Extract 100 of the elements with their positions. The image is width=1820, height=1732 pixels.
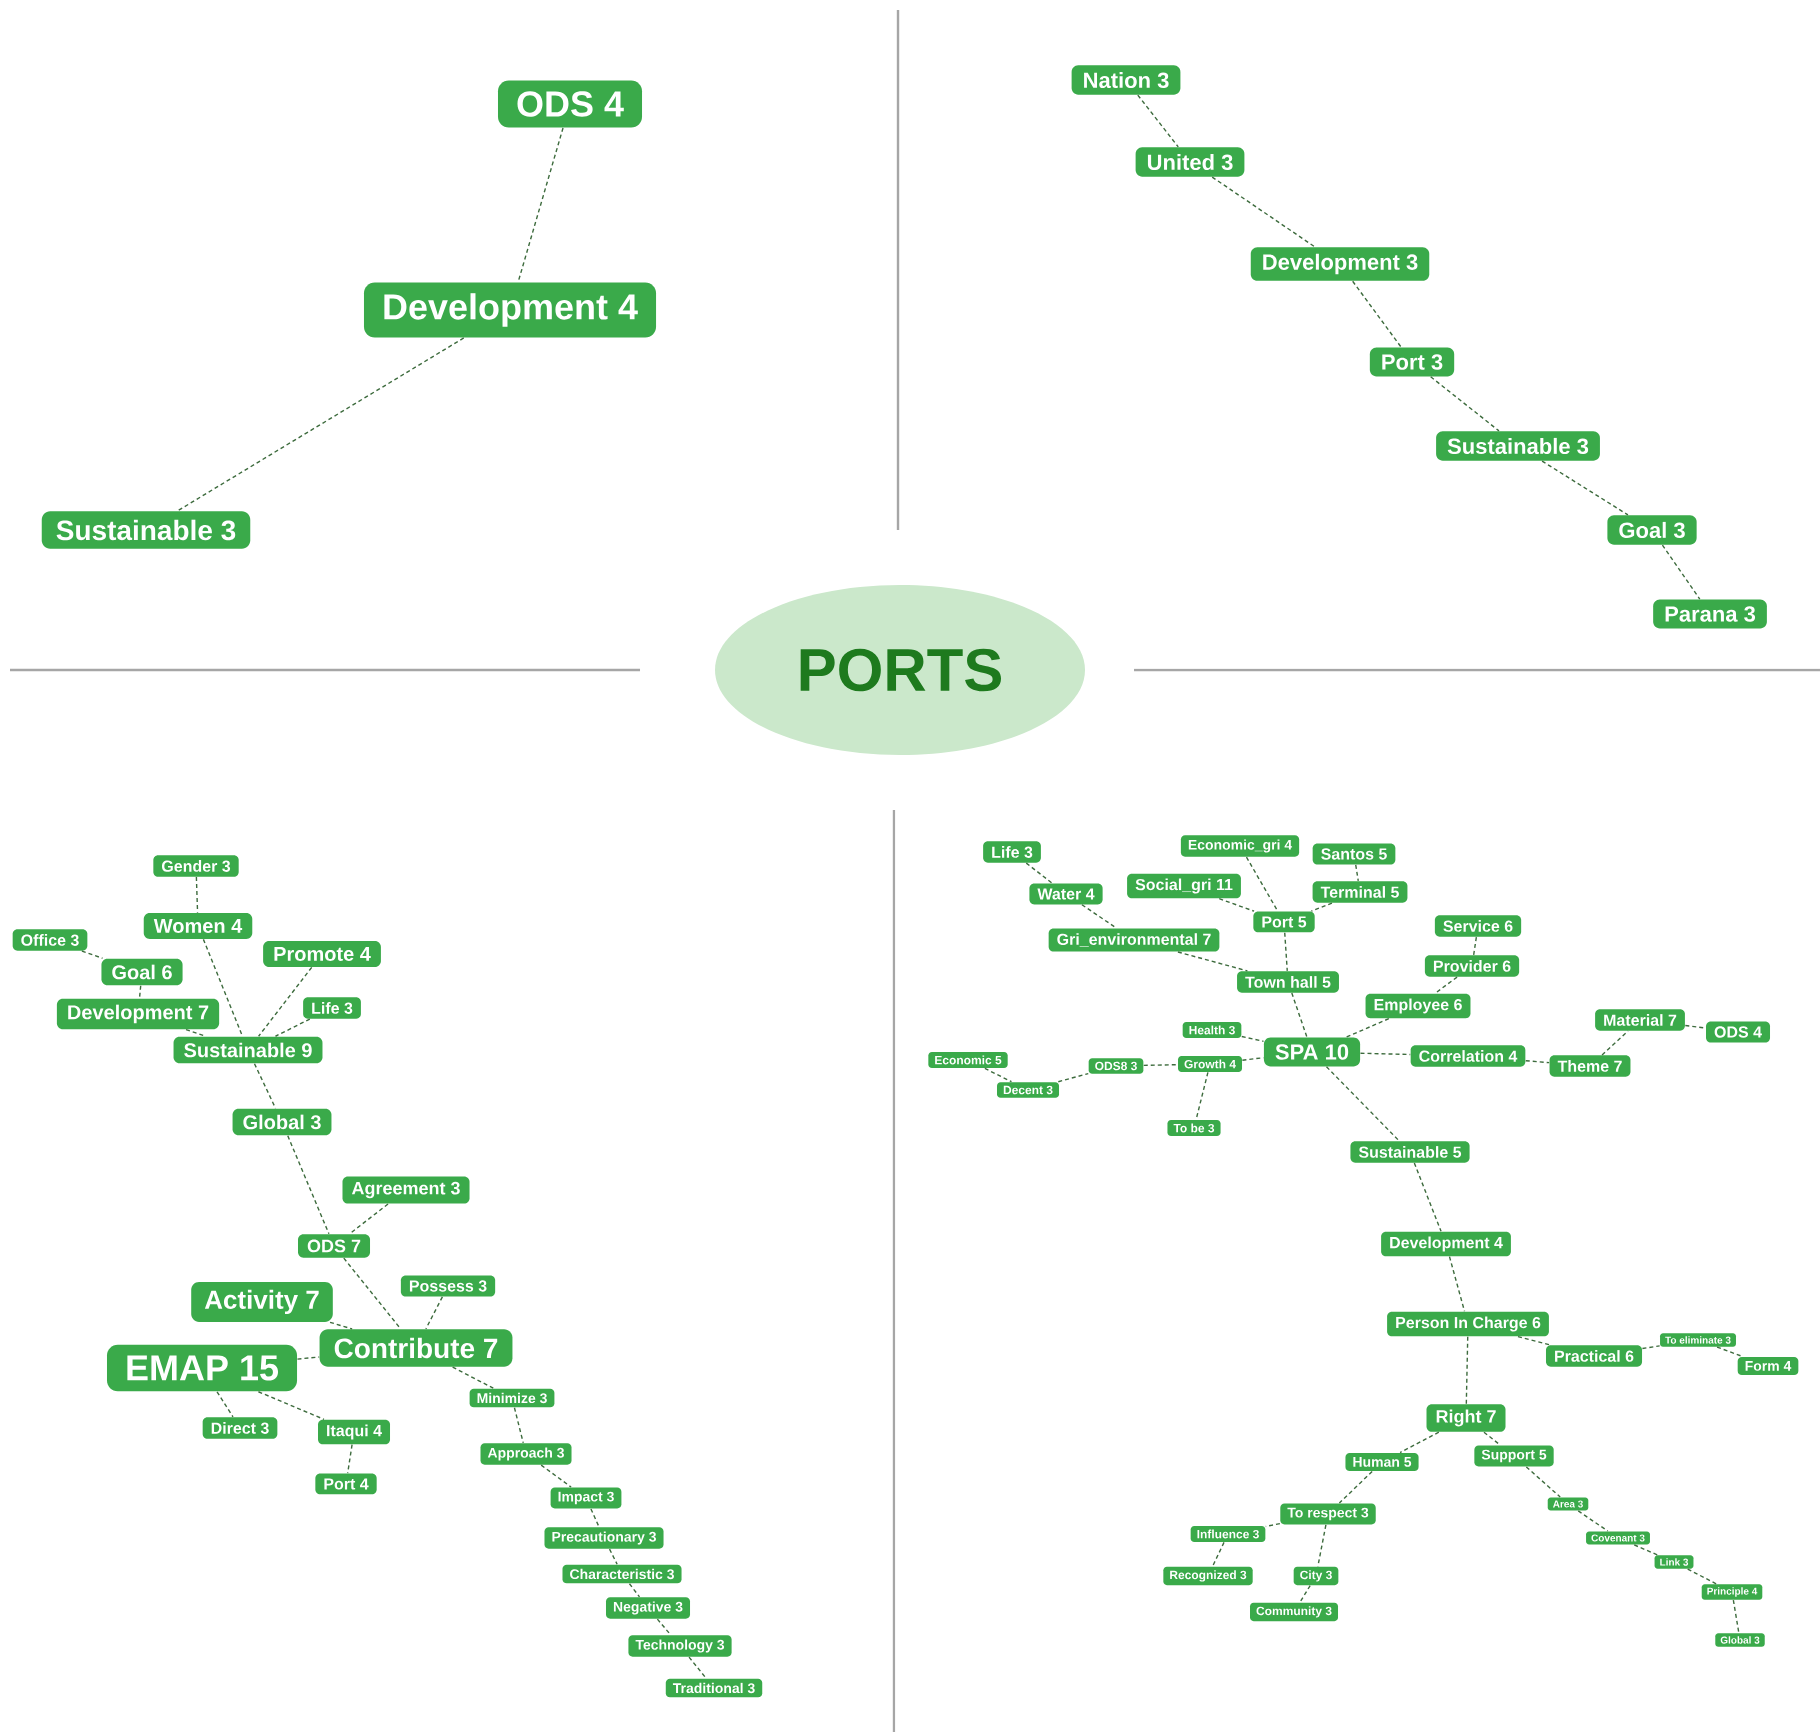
- connector: [1430, 376, 1500, 432]
- connector: [202, 938, 244, 1037]
- keyword-box: ODS 4: [1706, 1021, 1770, 1043]
- keyword-box: Nation 3: [1071, 65, 1181, 95]
- connector: [216, 1391, 234, 1418]
- connector: [656, 1618, 672, 1636]
- connector: [1195, 1071, 1209, 1121]
- connector: [1299, 1584, 1311, 1604]
- connector: [1483, 1431, 1501, 1446]
- connector: [185, 1029, 207, 1037]
- connector: [343, 1257, 402, 1330]
- connector: [329, 1321, 353, 1330]
- keyword-box: Sustainable 3: [1436, 431, 1600, 461]
- connector: [1218, 897, 1255, 912]
- keyword-box: Provider 6: [1424, 955, 1520, 977]
- keyword-box: United 3: [1135, 147, 1245, 177]
- keyword-box: Terminal 5: [1312, 881, 1408, 903]
- keyword-box: Material 7: [1595, 1009, 1685, 1031]
- keyword-box: Gender 3: [153, 855, 239, 877]
- keyword-box: Employee 6: [1365, 993, 1471, 1019]
- connector: [1472, 936, 1478, 956]
- keyword-box: Town hall 5: [1237, 971, 1339, 993]
- keyword-box: Agreement 3: [342, 1176, 470, 1204]
- connector: [1399, 1431, 1440, 1454]
- connector: [1525, 1466, 1561, 1498]
- connector: [1716, 1346, 1744, 1358]
- keyword-box: Theme 7: [1549, 1055, 1631, 1077]
- connector: [1577, 1510, 1609, 1532]
- keyword-box: Life 3: [303, 997, 361, 1019]
- keyword-box: Correlation 4: [1410, 1045, 1526, 1067]
- keyword-box: Service 6: [1434, 915, 1522, 937]
- connector: [1684, 1024, 1707, 1029]
- connector: [517, 127, 564, 283]
- keyword-box: Promote 4: [263, 941, 381, 967]
- connector: [1359, 1052, 1411, 1056]
- keyword-box: Contribute 7: [319, 1329, 513, 1367]
- connector: [257, 1391, 325, 1421]
- keyword-box: Parana 3: [1653, 599, 1767, 629]
- connector: [1355, 864, 1359, 882]
- keyword-box: Sustainable 5: [1350, 1141, 1470, 1163]
- connector: [253, 1063, 277, 1109]
- connector: [1352, 280, 1402, 348]
- connector: [1310, 902, 1333, 912]
- connector: [1025, 862, 1053, 884]
- connector: [346, 1443, 353, 1474]
- connector: [257, 966, 313, 1037]
- keyword-box: Itaqui 4: [318, 1419, 390, 1445]
- connector: [176, 337, 465, 512]
- keyword-box: EMAP 15: [107, 1344, 298, 1392]
- connector: [590, 1508, 600, 1528]
- connector: [1211, 1541, 1225, 1568]
- keyword-box: Life 3: [983, 841, 1041, 863]
- keyword-box: Global 3: [232, 1108, 332, 1136]
- connector: [628, 1583, 641, 1598]
- connector: [138, 985, 142, 999]
- connector: [1687, 1568, 1718, 1585]
- connector: [1633, 1544, 1659, 1556]
- keyword-box: Direct 3: [202, 1417, 278, 1439]
- keyword-box: Goal 3: [1607, 515, 1697, 545]
- keyword-box: Right 7: [1426, 1404, 1506, 1432]
- connector: [688, 1656, 707, 1679]
- connector: [1413, 1162, 1442, 1233]
- keyword-box: Water 4: [1029, 883, 1103, 905]
- keyword-box: SPA 10: [1263, 1037, 1361, 1067]
- keyword-box: Development 7: [56, 998, 220, 1030]
- connector: [1541, 460, 1629, 516]
- connector: [1057, 1072, 1089, 1083]
- keyword-box: Office 3: [12, 929, 88, 951]
- connector: [1177, 951, 1249, 972]
- connector: [1137, 94, 1179, 148]
- connector: [1601, 1030, 1629, 1056]
- connector: [1434, 976, 1458, 995]
- connector: [1241, 1035, 1265, 1043]
- connector: [513, 1407, 524, 1444]
- connector: [1284, 932, 1288, 972]
- connector: [1291, 992, 1308, 1038]
- keyword-box: Gri_environmental 7: [1048, 928, 1220, 952]
- connector: [1265, 1522, 1281, 1528]
- keyword-box: ODS 4: [498, 80, 643, 128]
- connector: [1465, 1336, 1469, 1405]
- connector: [1317, 1524, 1327, 1568]
- keyword-box: Person In Charge 6: [1387, 1311, 1549, 1337]
- connector: [1338, 1470, 1373, 1504]
- connector: [1448, 1255, 1466, 1312]
- keyword-box: Sustainable 9: [173, 1036, 323, 1064]
- connector: [540, 1464, 572, 1488]
- connector: [1245, 856, 1279, 912]
- connector: [1211, 176, 1316, 248]
- keyword-box: Activity 7: [191, 1282, 333, 1322]
- keyword-box: ODS 7: [298, 1234, 370, 1258]
- connector: [1081, 904, 1117, 929]
- keyword-box: Port 5: [1253, 911, 1315, 933]
- connector: [296, 1356, 320, 1360]
- connector: [195, 876, 199, 914]
- connector: [1732, 1599, 1740, 1634]
- connector: [1641, 1345, 1661, 1350]
- keyword-box: Port 3: [1369, 347, 1455, 377]
- keyword-box: Port 4: [315, 1473, 377, 1495]
- keyword-box: Women 4: [143, 913, 253, 939]
- keyword-box: Santos 5: [1312, 843, 1396, 865]
